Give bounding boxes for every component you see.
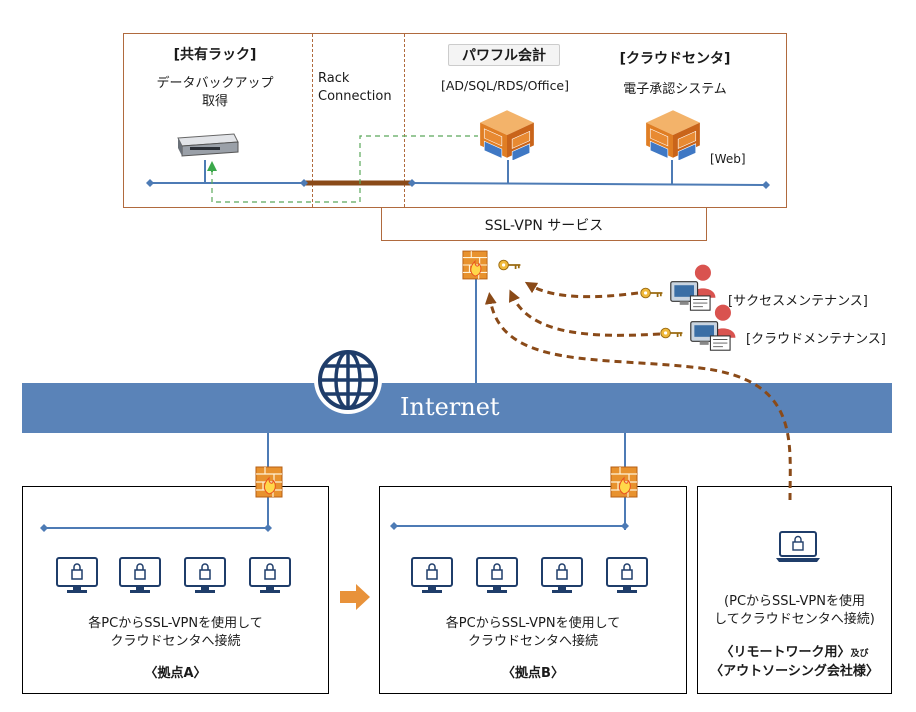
site-b-lan-node <box>621 522 629 530</box>
success-maintenance-person-icon <box>670 264 717 311</box>
remote-laptop-icon <box>776 531 820 562</box>
site-a-pc-icon <box>56 557 98 594</box>
site-a-desc-line2: クラウドセンタへ接続 <box>110 634 241 649</box>
rack-server-icon <box>177 133 239 157</box>
site-a-label: 〈拠点A〉 <box>144 666 207 681</box>
site-a-pc-icon <box>184 557 226 594</box>
rack-connection-line2: Connection <box>318 89 392 104</box>
powerful-accounting-title: パワフル会計 <box>448 44 560 66</box>
site-b-firewall-icon <box>610 466 638 498</box>
rack-divider-left <box>312 34 313 207</box>
dc-network-node <box>146 179 154 187</box>
site-a-lan-node <box>40 524 48 532</box>
cloud-maintenance-arrow <box>509 289 661 337</box>
powerful-accounting-sub: [AD/SQL/RDS/Office] <box>440 78 570 93</box>
site-b-pc-icon <box>606 557 648 594</box>
web-label: [Web] <box>710 152 746 166</box>
ssl-vpn-service-label: SSL-VPN サービス <box>484 218 604 234</box>
powerful-app-os-icon <box>479 109 535 160</box>
cloud-maintenance-label: [クラウドメンテナンス] <box>746 332 886 347</box>
remote-access-arrow <box>484 292 792 501</box>
cloud-app-os-icon <box>645 109 701 160</box>
site-b-label: 〈拠点B〉 <box>502 666 564 681</box>
site-b-pc-icon <box>411 557 453 594</box>
site-b-desc-line1: 各PCからSSL-VPNを使用して <box>445 616 621 631</box>
internet-band <box>22 383 892 433</box>
cloud-center-sub: 電子承認システム <box>623 82 727 97</box>
site-transition-arrow <box>340 584 370 610</box>
backup-dashed-path <box>211 135 478 203</box>
remote-label-line1-suffix: 及び <box>850 649 869 659</box>
rack-connection-line1: Rack <box>318 71 350 86</box>
dc-network-line-right <box>411 182 767 186</box>
remote-label-line2: 〈アウトソーシング会社様〉 <box>710 664 879 679</box>
site-b-lan-node <box>390 522 398 530</box>
success-maintenance-label: [サクセスメンテナンス] <box>728 294 868 309</box>
rack-divider-right <box>404 34 405 207</box>
site-a-pc-icon <box>119 557 161 594</box>
remote-label-line1-main: 〈リモートワーク用〉 <box>720 645 851 660</box>
cloud-maintenance-person-icon <box>690 304 737 351</box>
remote-desc-line1: (PCからSSL-VPNを使用 <box>724 594 865 609</box>
dc-network-node <box>408 179 416 187</box>
dc-network-node <box>300 179 308 187</box>
site-b-pc-icon <box>476 557 518 594</box>
cloud-key-icon <box>660 327 684 339</box>
shared-rack-line1: データバックアップ <box>156 76 274 91</box>
remote-desc-line2: してクラウドセンタへ接続) <box>714 612 875 627</box>
internet-label: Internet <box>400 393 500 421</box>
shared-rack-title: [共有ラック] <box>173 47 257 63</box>
ssl-vpn-service-box <box>381 207 707 241</box>
site-a-desc-line1: 各PCからSSL-VPNを使用して <box>88 616 263 631</box>
dc-network-node <box>762 181 770 189</box>
globe-icon <box>314 346 382 414</box>
site-b-desc-line2: クラウドセンタへ接続 <box>467 634 598 649</box>
shared-rack-line2: 取得 <box>201 94 228 109</box>
site-a-pc-icon <box>249 557 291 594</box>
remote-box <box>697 486 892 694</box>
cloud-center-title: [クラウドセンタ] <box>619 51 731 67</box>
vpn-key-icon <box>498 259 522 271</box>
vpn-firewall-icon <box>462 250 488 280</box>
site-a-lan-node <box>264 524 272 532</box>
remote-label-line1: 〈リモートワーク用〉及び <box>697 641 892 660</box>
success-maintenance-arrow <box>524 281 639 299</box>
site-b-pc-icon <box>541 557 583 594</box>
site-a-firewall-icon <box>255 466 283 498</box>
success-key-icon <box>640 287 664 299</box>
